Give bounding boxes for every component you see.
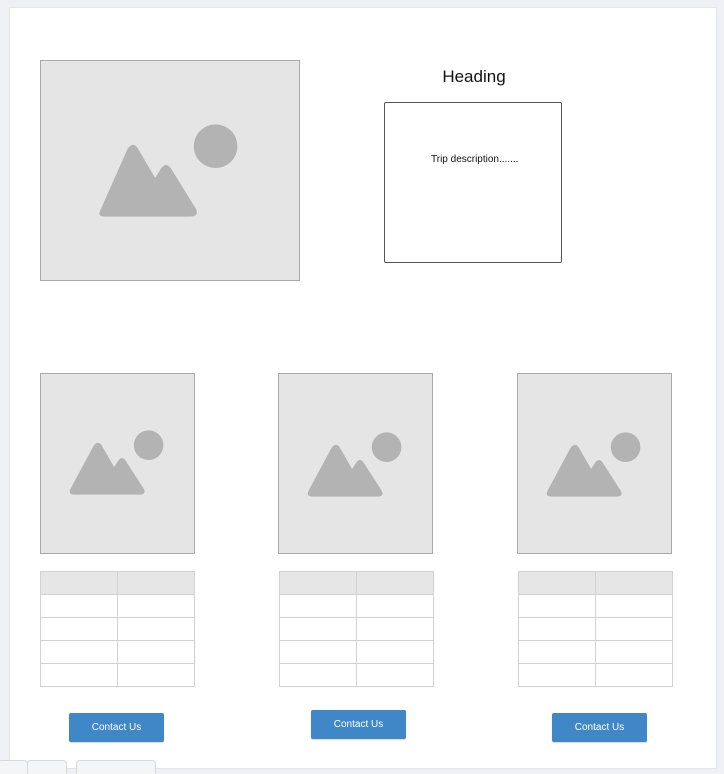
card-image-placeholder xyxy=(278,373,433,554)
page-tab[interactable] xyxy=(0,760,28,774)
image-placeholder-icon xyxy=(99,124,238,217)
card-image-placeholder xyxy=(517,373,672,554)
page-tab[interactable] xyxy=(76,760,156,774)
trip-description-box: Trip description....... xyxy=(384,102,562,263)
contact-us-button[interactable]: Contact Us xyxy=(69,713,164,742)
trip-description-text: Trip description....... xyxy=(431,154,519,165)
contact-us-button[interactable]: Contact Us xyxy=(552,713,647,742)
image-placeholder-icon xyxy=(69,430,164,495)
contact-us-button[interactable]: Contact Us xyxy=(311,710,406,739)
card-table xyxy=(279,571,434,687)
card-table xyxy=(40,571,195,687)
image-placeholder-icon xyxy=(307,432,402,497)
page-heading: Heading xyxy=(442,67,506,86)
card-image-placeholder xyxy=(40,373,195,554)
page-tab[interactable] xyxy=(27,760,67,774)
card-table xyxy=(518,571,673,687)
image-placeholder-icon xyxy=(546,432,641,497)
main-image-placeholder xyxy=(40,60,300,281)
